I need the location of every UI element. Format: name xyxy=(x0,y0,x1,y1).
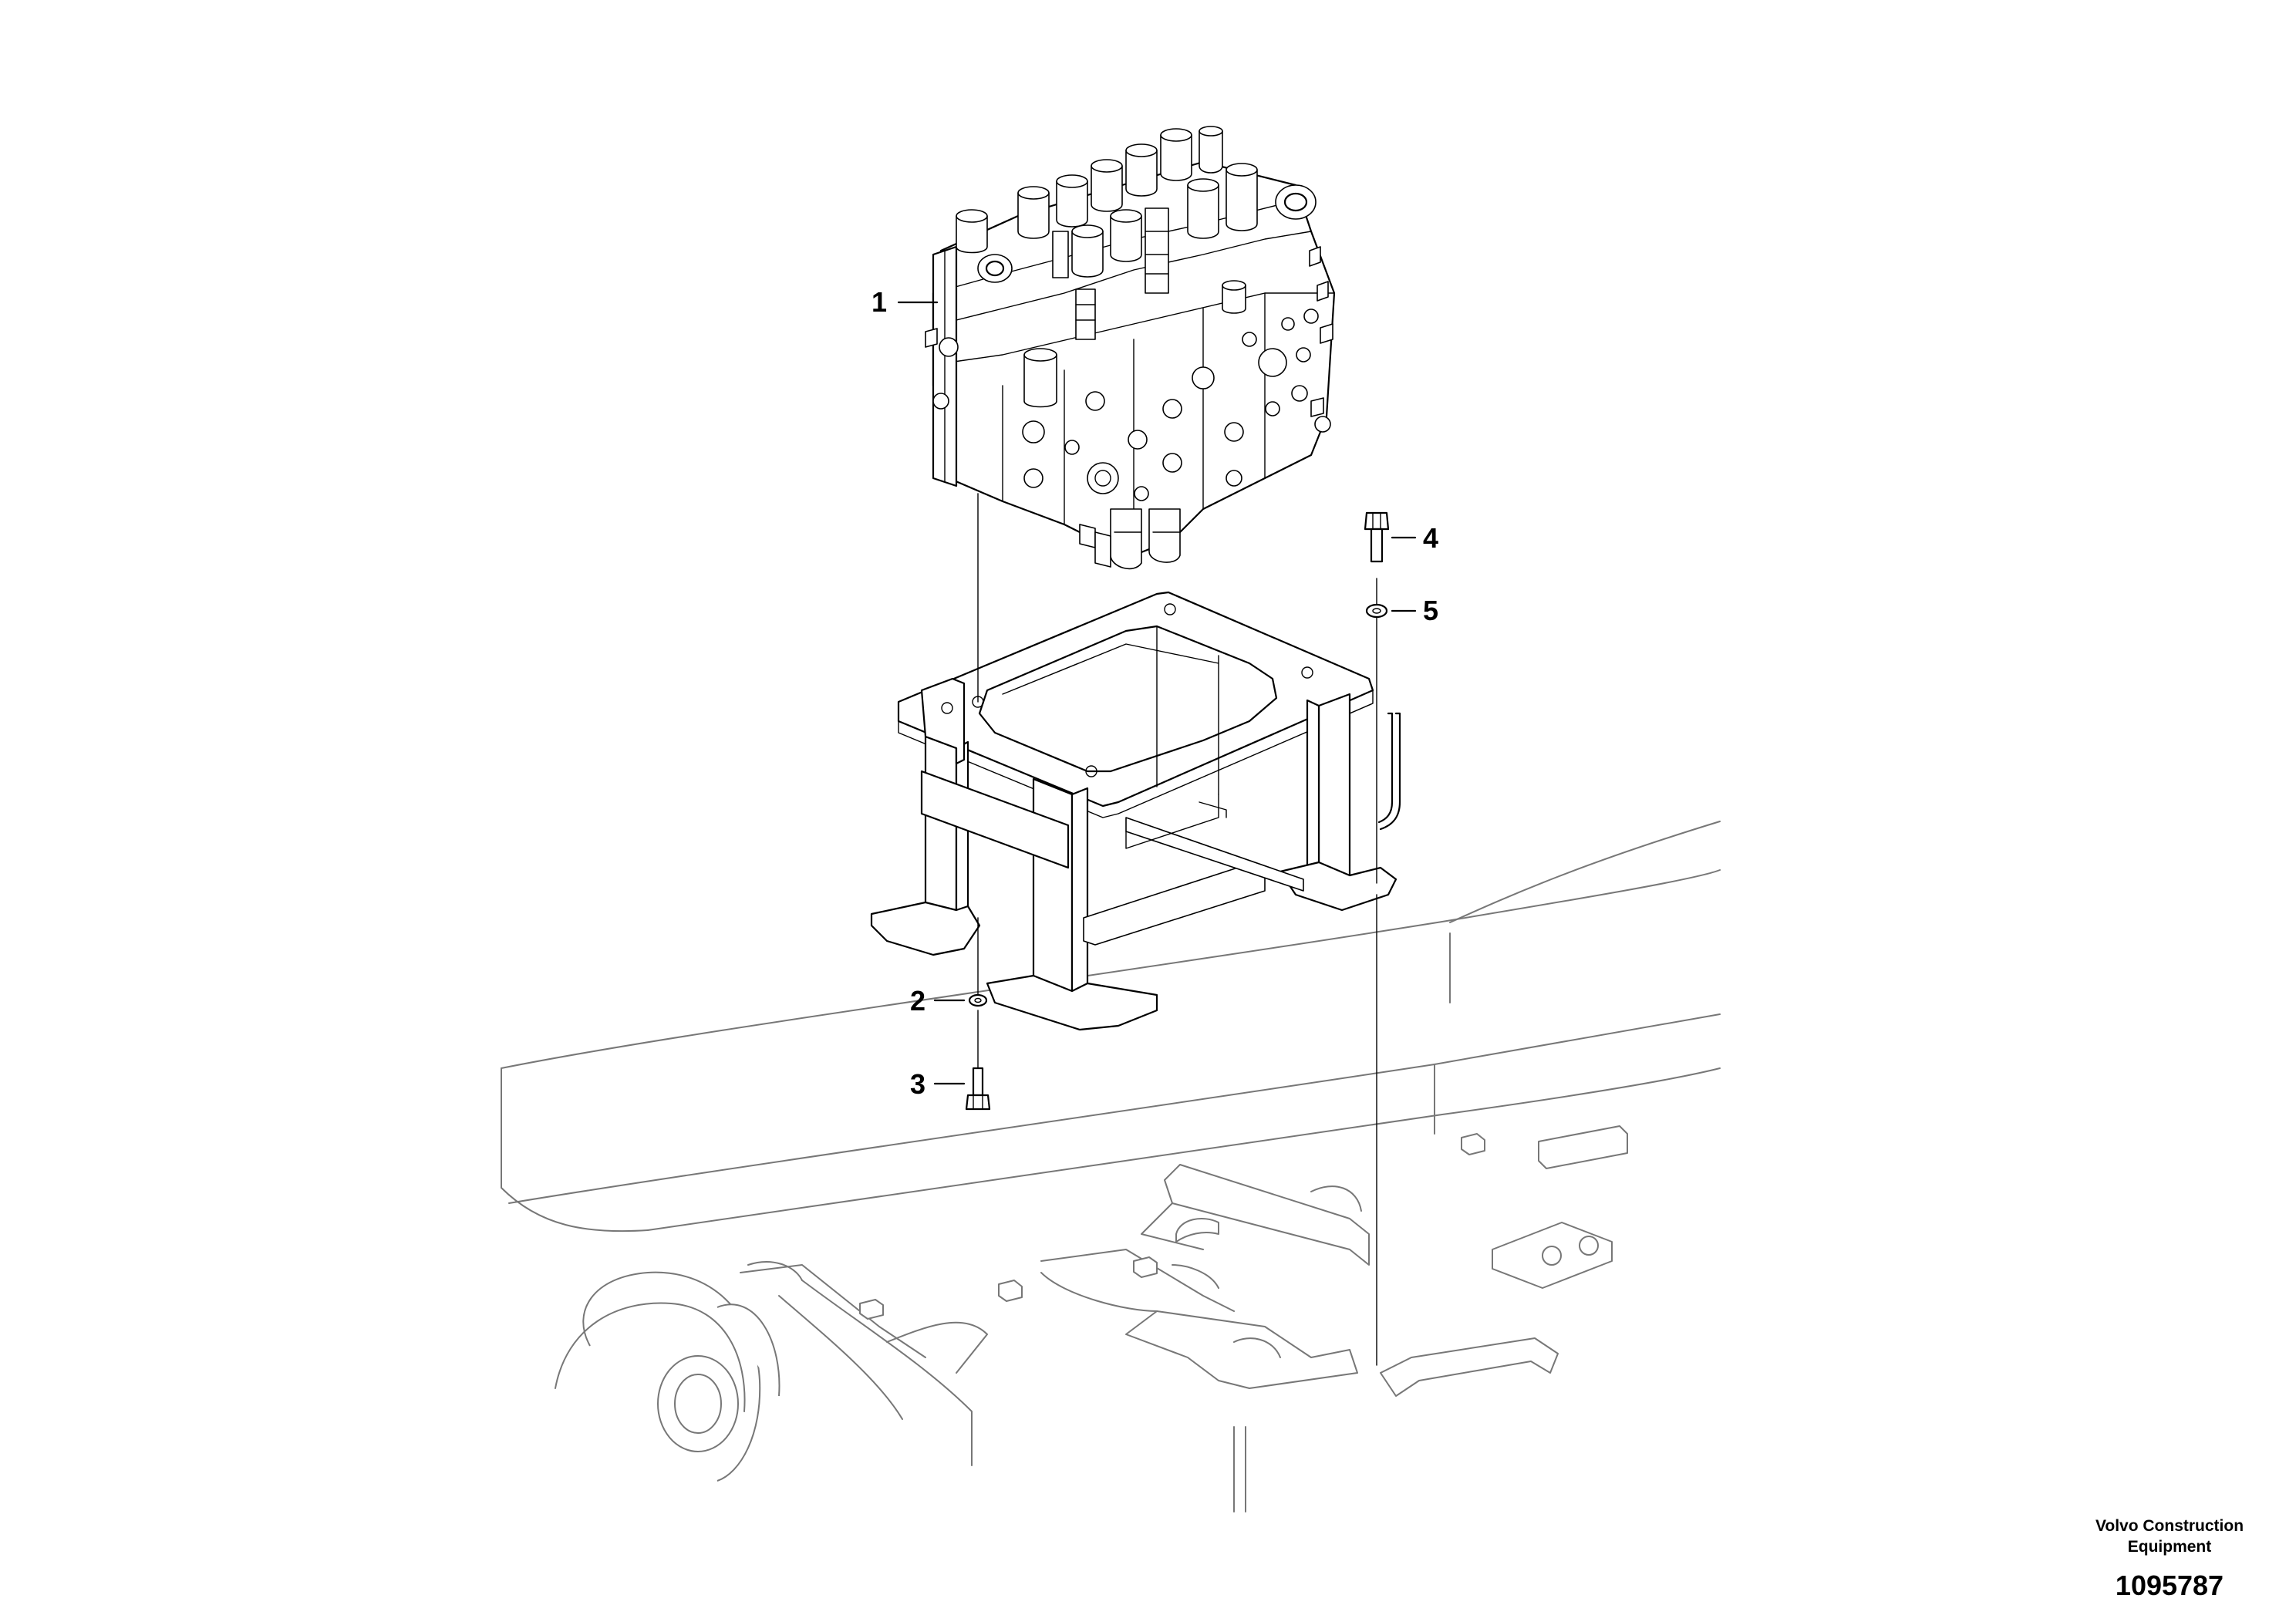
control-valve-assembly xyxy=(925,126,1336,570)
bolt-part-3 xyxy=(965,1067,991,1111)
bolt-part-4 xyxy=(1364,511,1390,563)
callout-5: 5 xyxy=(1391,595,1438,626)
valve-spool-caps xyxy=(956,126,1258,314)
callout-2: 2 xyxy=(910,985,966,1017)
valve-mounting-stand xyxy=(870,591,1401,1031)
publisher-credit: Volvo Construction Equipment 1095787 xyxy=(2095,1517,2244,1601)
upper-frame-chassis xyxy=(501,821,1721,1512)
callout-1: 1 xyxy=(872,286,939,318)
svg-text:3: 3 xyxy=(910,1068,925,1100)
brand-line-2: Equipment xyxy=(2128,1538,2212,1556)
valve-port-circles xyxy=(932,309,1331,501)
callout-3: 3 xyxy=(910,1068,966,1100)
svg-text:2: 2 xyxy=(910,985,925,1017)
washer-part-5 xyxy=(1365,603,1388,619)
svg-text:4: 4 xyxy=(1423,522,1438,554)
callout-4: 4 xyxy=(1391,522,1438,554)
washer-part-2 xyxy=(968,993,988,1007)
drawing-number: 1095787 xyxy=(2116,1570,2224,1601)
svg-text:5: 5 xyxy=(1423,595,1438,626)
svg-text:1: 1 xyxy=(872,286,887,318)
brand-line-1: Volvo Construction xyxy=(2095,1517,2244,1535)
